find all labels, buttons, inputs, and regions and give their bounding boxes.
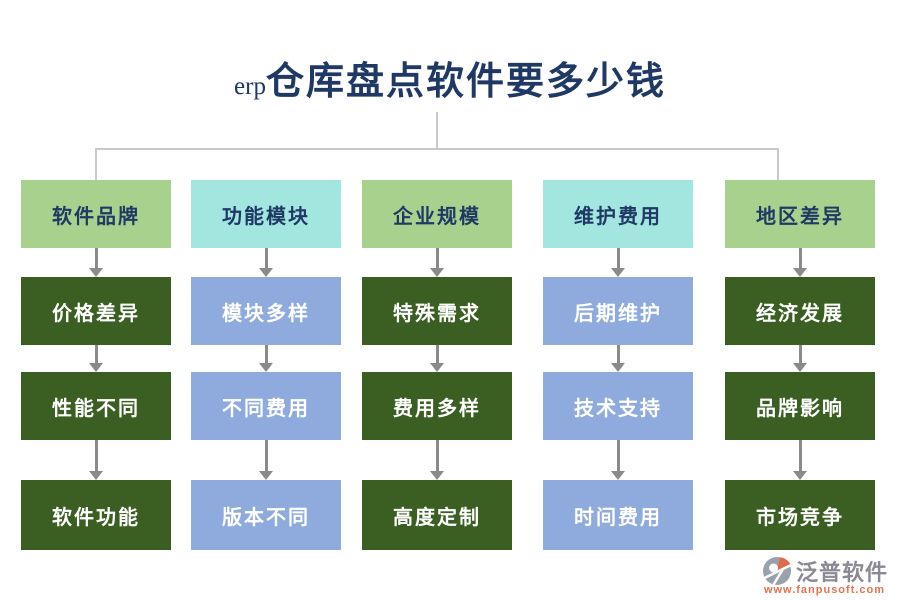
down-arrow-icon — [191, 345, 341, 372]
factor-box: 性能不同 — [21, 372, 171, 440]
factor-box: 费用多样 — [362, 372, 512, 440]
factor-box: 品牌影响 — [725, 372, 875, 440]
category-header: 维护费用 — [543, 180, 693, 248]
connector-title-stem — [436, 112, 438, 150]
connector-horizontal-line — [95, 148, 779, 150]
vendor-name: 泛普软件 — [795, 560, 888, 585]
category-header: 地区差异 — [725, 180, 875, 248]
factor-column-software-brand: 软件品牌 价格差异 性能不同 软件功能 — [21, 180, 171, 550]
factor-box: 后期维护 — [543, 277, 693, 345]
down-arrow-icon — [362, 440, 512, 480]
vendor-logo-row: 泛普软件 — [761, 555, 888, 587]
down-arrow-icon — [191, 440, 341, 480]
down-arrow-icon — [543, 248, 693, 277]
category-header: 软件品牌 — [21, 180, 171, 248]
down-arrow-icon — [21, 345, 171, 372]
fanpu-logo-icon — [762, 557, 793, 587]
factor-box: 时间费用 — [543, 480, 693, 550]
title-prefix: erp — [234, 73, 266, 100]
factor-box: 经济发展 — [725, 277, 875, 345]
factor-column-region-difference: 地区差异 经济发展 品牌影响 市场竞争 — [725, 180, 875, 550]
factor-box: 软件功能 — [21, 480, 171, 550]
factor-box: 不同费用 — [191, 372, 341, 440]
factor-column-maintenance-cost: 维护费用 后期维护 技术支持 时间费用 — [543, 180, 693, 550]
down-arrow-icon — [21, 248, 171, 277]
down-arrow-icon — [725, 248, 875, 277]
category-header: 企业规模 — [362, 180, 512, 248]
factor-column-company-scale: 企业规模 特殊需求 费用多样 高度定制 — [362, 180, 512, 550]
factor-box: 市场竞争 — [725, 480, 875, 550]
down-arrow-icon — [191, 248, 341, 277]
factor-box: 价格差异 — [21, 277, 171, 345]
page-title: erp仓库盘点软件要多少钱 — [0, 50, 900, 105]
factor-box: 高度定制 — [362, 480, 512, 550]
down-arrow-icon — [725, 440, 875, 480]
factor-box: 版本不同 — [191, 480, 341, 550]
down-arrow-icon — [543, 345, 693, 372]
category-header: 功能模块 — [191, 180, 341, 248]
factor-column-function-modules: 功能模块 模块多样 不同费用 版本不同 — [191, 180, 341, 550]
title-main: 仓库盘点软件要多少钱 — [265, 61, 666, 103]
vendor-logo: 泛普软件 www.fanpusoft.com — [761, 555, 888, 596]
connector-left-drop — [95, 150, 97, 180]
vendor-url: www.fanpusoft.com — [763, 584, 886, 596]
connector-right-drop — [777, 150, 779, 180]
down-arrow-icon — [725, 345, 875, 372]
factor-box: 技术支持 — [543, 372, 693, 440]
factor-box: 模块多样 — [191, 277, 341, 345]
factor-box: 特殊需求 — [362, 277, 512, 345]
down-arrow-icon — [543, 440, 693, 480]
down-arrow-icon — [362, 345, 512, 372]
down-arrow-icon — [21, 440, 171, 480]
down-arrow-icon — [362, 248, 512, 277]
